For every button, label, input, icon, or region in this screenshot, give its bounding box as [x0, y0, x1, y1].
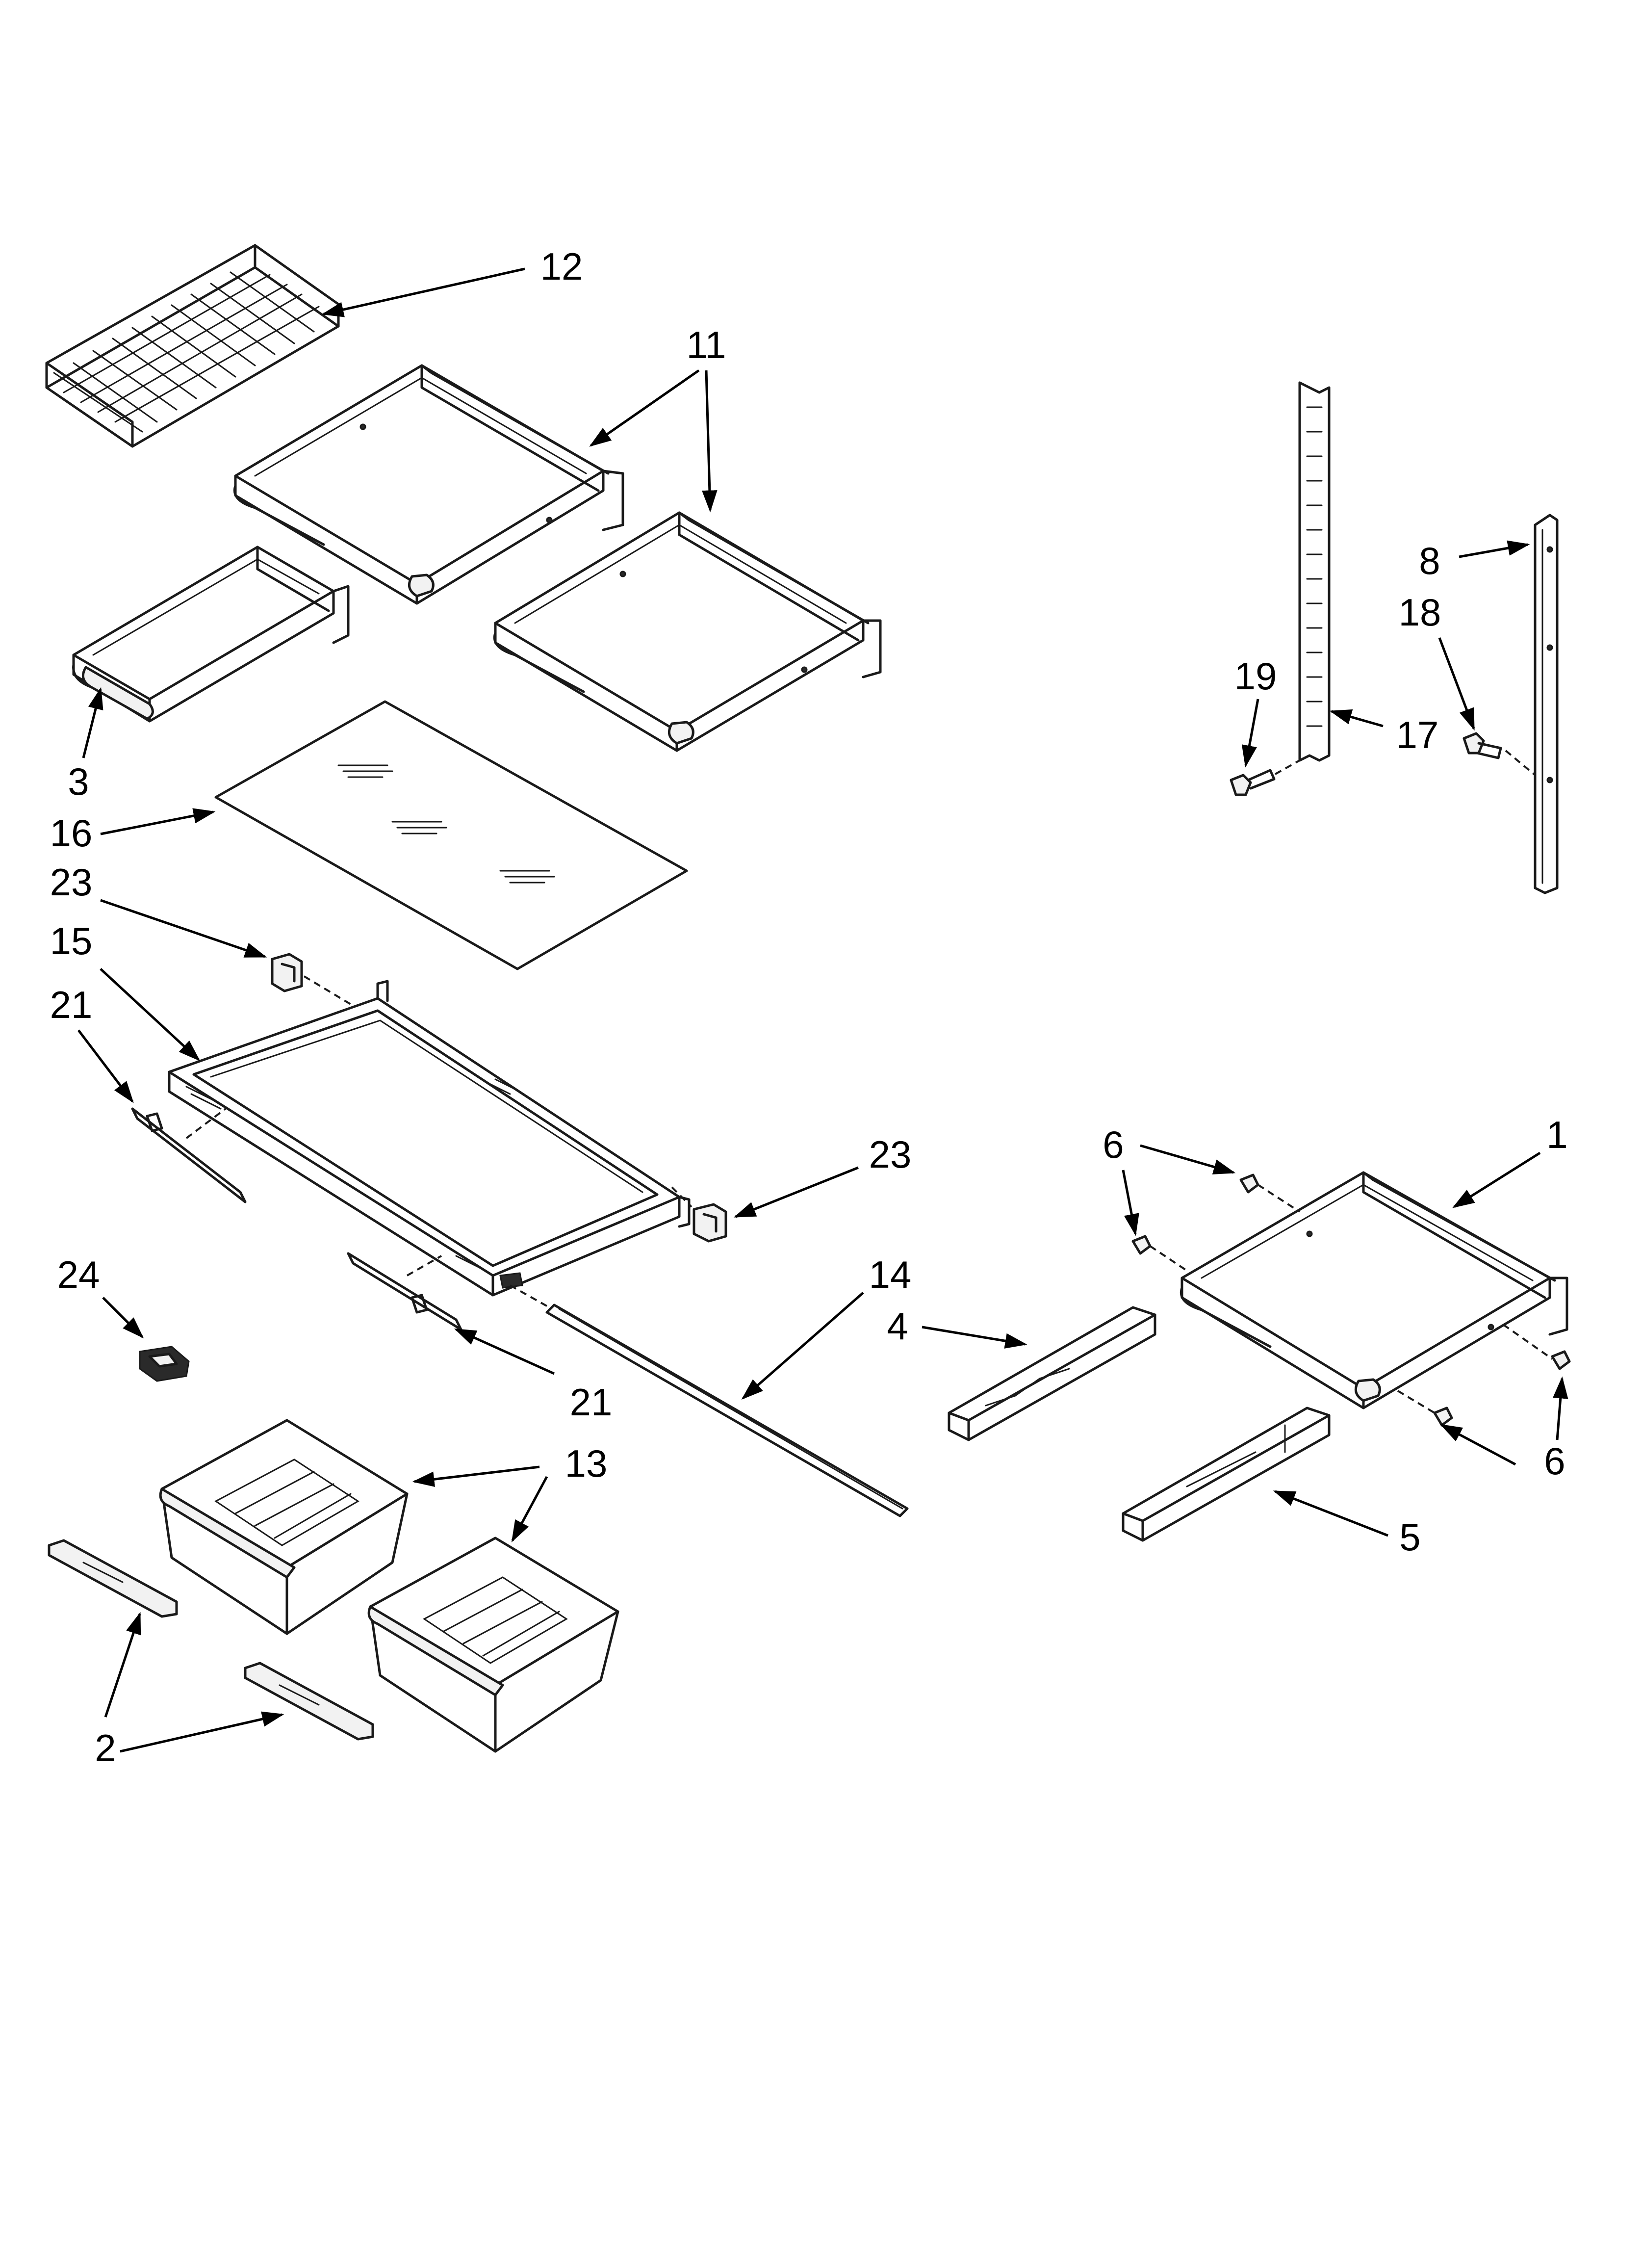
callout-21-lower: 21 — [570, 1381, 613, 1424]
leader-lines — [77, 267, 1568, 1753]
callout-12: 12 — [540, 245, 583, 288]
callout-labels: 12 11 8 18 19 17 3 16 23 15 21 23 6 1 24… — [50, 245, 1568, 1770]
callout-15: 15 — [50, 919, 93, 963]
callout-4: 4 — [887, 1304, 908, 1348]
clip-part-23-left — [271, 953, 354, 1007]
callout-23-right: 23 — [869, 1133, 912, 1176]
crisper-drawer-part-13-upper — [159, 1419, 409, 1635]
callout-2: 2 — [95, 1726, 116, 1770]
callout-21-upper: 21 — [50, 983, 93, 1026]
screws-part-6 — [1131, 1173, 1571, 1427]
callout-23-left: 23 — [50, 860, 93, 904]
callout-6-upper: 6 — [1103, 1123, 1124, 1166]
callout-16: 16 — [50, 811, 93, 855]
callout-6-lower: 6 — [1544, 1439, 1565, 1483]
wire-basket-part-12 — [45, 244, 340, 448]
slide-part-4 — [948, 1306, 1156, 1441]
screw-part-19 — [1230, 759, 1300, 796]
crisper-drawer-part-13-lower — [367, 1537, 619, 1753]
handle-part-2-upper — [48, 1539, 178, 1618]
callout-19: 19 — [1234, 654, 1277, 698]
screw-part-18 — [1462, 732, 1536, 776]
clip-part-24 — [139, 1346, 190, 1382]
rail-part-14 — [510, 1284, 909, 1517]
ladder-rail-part-17 — [1298, 381, 1331, 762]
callout-18: 18 — [1399, 591, 1441, 634]
callout-5: 5 — [1399, 1515, 1420, 1559]
shelf-part-1 — [1180, 1171, 1568, 1409]
callout-17: 17 — [1396, 713, 1439, 756]
slide-part-21-upper — [131, 1107, 247, 1203]
callout-8: 8 — [1419, 539, 1440, 582]
callout-3: 3 — [68, 760, 89, 803]
shelf-part-11-upper — [233, 364, 624, 605]
shelf-frame-part-15 — [168, 980, 691, 1297]
callout-13: 13 — [565, 1442, 608, 1485]
callout-11: 11 — [687, 323, 726, 366]
strip-part-8 — [1534, 514, 1559, 894]
handle-part-2-lower — [244, 1662, 374, 1741]
shelf-part-11-lower — [493, 511, 882, 752]
slide-part-5 — [1122, 1407, 1331, 1542]
clip-part-23-right — [671, 1186, 727, 1243]
callout-24: 24 — [57, 1253, 100, 1296]
small-bin-part-3 — [72, 546, 350, 723]
callout-1: 1 — [1546, 1113, 1567, 1156]
callout-14: 14 — [869, 1253, 912, 1296]
glass-panel-part-16 — [214, 700, 688, 970]
